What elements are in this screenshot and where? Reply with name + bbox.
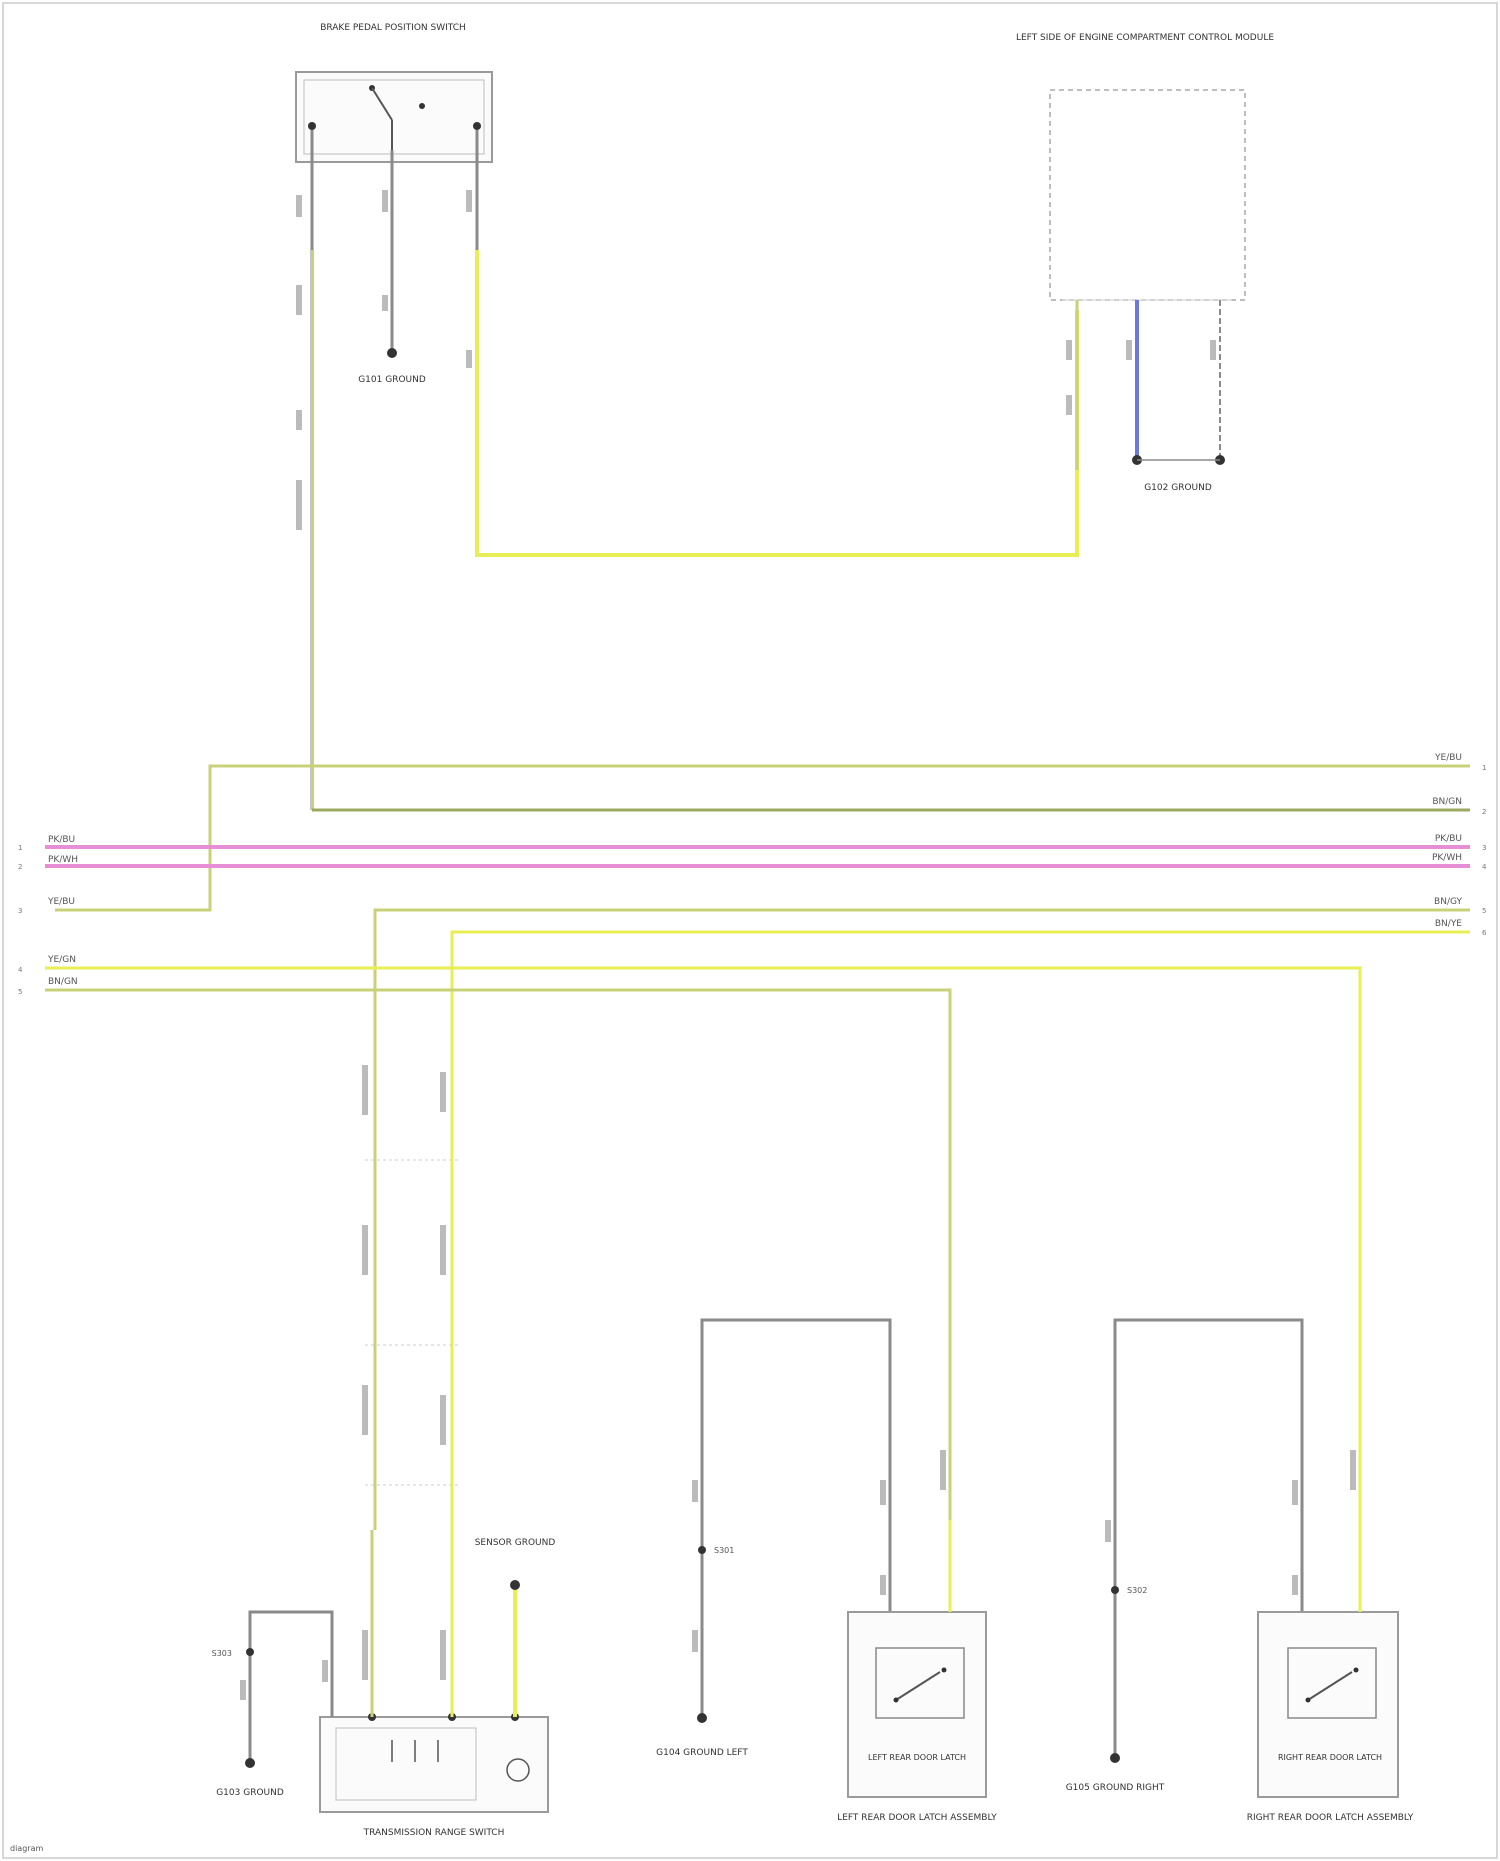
wire-tag-marks: [240, 190, 1356, 1700]
svg-text:4: 4: [1482, 863, 1487, 871]
bus-label-l2: PK/WH: [48, 855, 78, 865]
svg-text:1: 1: [1482, 764, 1486, 772]
right-door-latch-body: [1258, 1612, 1398, 1797]
left-door-assembly-label: LEFT REAR DOOR LATCH ASSEMBLY: [837, 1813, 997, 1823]
bus-lines: [45, 766, 1470, 1530]
control-module-label: LEFT SIDE OF ENGINE COMPARTMENT CONTROL …: [1016, 33, 1274, 43]
ground-brake-label: G101 GROUND: [358, 375, 426, 385]
svg-text:2: 2: [18, 863, 22, 871]
left-door-latch-body: [848, 1612, 986, 1797]
svg-text:3: 3: [1482, 844, 1486, 852]
right-door-assembly-label: RIGHT REAR DOOR LATCH ASSEMBLY: [1247, 1813, 1414, 1823]
svg-text:4: 4: [18, 966, 23, 974]
svg-text:1: 1: [18, 844, 22, 852]
splice-gear-label: S303: [212, 1649, 232, 1658]
gear-switch-body: [320, 1717, 548, 1812]
gear-aux-dot: [510, 1580, 520, 1590]
brake-switch-body: [296, 72, 492, 162]
bus-label-l1: PK/BU: [48, 835, 75, 845]
svg-text:2: 2: [1482, 808, 1486, 816]
bus-label-l4: YE/GN: [47, 955, 76, 965]
svg-text:6: 6: [1482, 929, 1487, 937]
ground-gear-label: G103 GROUND: [216, 1788, 284, 1798]
ground-gear-dot: [245, 1758, 255, 1768]
ground-left-label: G104 GROUND LEFT: [656, 1748, 748, 1758]
gear-switch[interactable]: TRANSMISSION RANGE SWITCH: [320, 1713, 548, 1838]
bus-label-r2: BN/GN: [1432, 797, 1462, 807]
ground-brake-dot: [387, 348, 397, 358]
bus-line-l5: [45, 990, 950, 1520]
brake-switch-pin-4: [419, 103, 425, 109]
brake-switch-pin-1: [308, 122, 316, 130]
left-splice-dot: [698, 1546, 706, 1554]
footer-label: diagram: [10, 1844, 43, 1853]
ground-gear-splice: [246, 1648, 254, 1656]
svg-text:3: 3: [18, 907, 22, 915]
bus-label-l3: YE/BU: [47, 897, 75, 907]
bus-line-r1: [55, 766, 1470, 910]
bus-label-r4: PK/WH: [1432, 853, 1462, 863]
bus-label-l5: BN/GN: [48, 977, 78, 987]
ground-left-dot: [697, 1713, 707, 1723]
splice-right-label: S302: [1127, 1586, 1147, 1595]
bus-line-r5: [375, 910, 1470, 1530]
ground-right-label: G105 GROUND RIGHT: [1066, 1783, 1165, 1793]
control-module[interactable]: LEFT SIDE OF ENGINE COMPARTMENT CONTROL …: [1016, 33, 1274, 300]
brake-switch-label: BRAKE PEDAL POSITION SWITCH: [320, 23, 466, 33]
left-door-latch[interactable]: LEFT REAR DOOR LATCH LEFT REAR DOOR LATC…: [837, 1612, 997, 1823]
bus-pin-ticks: 1 2 3 4 5 1 2 3 4 5 6: [18, 764, 1487, 996]
bus-label-r5: BN/GY: [1434, 897, 1462, 907]
bus-label-r6: BN/YE: [1435, 919, 1462, 929]
control-module-body: [1050, 90, 1245, 300]
right-splice-dot: [1111, 1586, 1119, 1594]
bus-line-r6: [452, 932, 1470, 1530]
gear-aux-label: SENSOR GROUND: [475, 1538, 556, 1548]
wire-brake-pin2-yellow: [477, 250, 1077, 555]
right-door-latch-label: RIGHT REAR DOOR LATCH: [1278, 1753, 1382, 1762]
splice-left-label: S301: [714, 1546, 734, 1555]
svg-text:5: 5: [18, 988, 22, 996]
ground-right-dot: [1110, 1753, 1120, 1763]
svg-text:5: 5: [1482, 907, 1486, 915]
module-ground-label: G102 GROUND: [1144, 483, 1212, 493]
right-door-latch[interactable]: RIGHT REAR DOOR LATCH RIGHT REAR DOOR LA…: [1247, 1612, 1414, 1823]
bus-label-r3: PK/BU: [1435, 834, 1462, 844]
left-door-latch-label: LEFT REAR DOOR LATCH: [868, 1753, 966, 1762]
gear-switch-label: TRANSMISSION RANGE SWITCH: [363, 1828, 505, 1838]
bus-label-r1: YE/BU: [1434, 753, 1462, 763]
brake-switch[interactable]: BRAKE PEDAL POSITION SWITCH: [296, 23, 492, 162]
brake-switch-pin-2: [473, 122, 481, 130]
